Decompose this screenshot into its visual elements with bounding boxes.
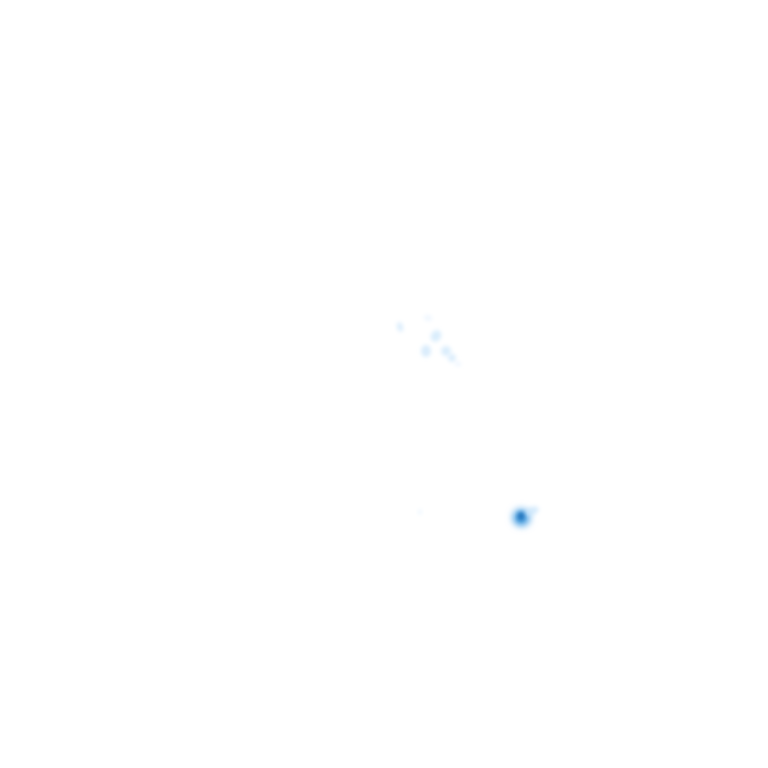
blob-layer	[396, 314, 539, 527]
hotspot-core	[518, 512, 524, 520]
upper-cluster-blob-e	[441, 346, 451, 356]
upper-cluster-blob-d	[421, 345, 431, 357]
upper-cluster-blob-f	[448, 354, 456, 362]
hotspot-tail	[525, 506, 539, 516]
upper-cluster-blob-c	[430, 330, 442, 342]
upper-cluster-blob-a	[396, 322, 404, 332]
isolated-faint-spot	[418, 509, 422, 515]
upper-cluster-blob-g	[455, 361, 461, 367]
upper-cluster-blob-b	[424, 314, 432, 322]
